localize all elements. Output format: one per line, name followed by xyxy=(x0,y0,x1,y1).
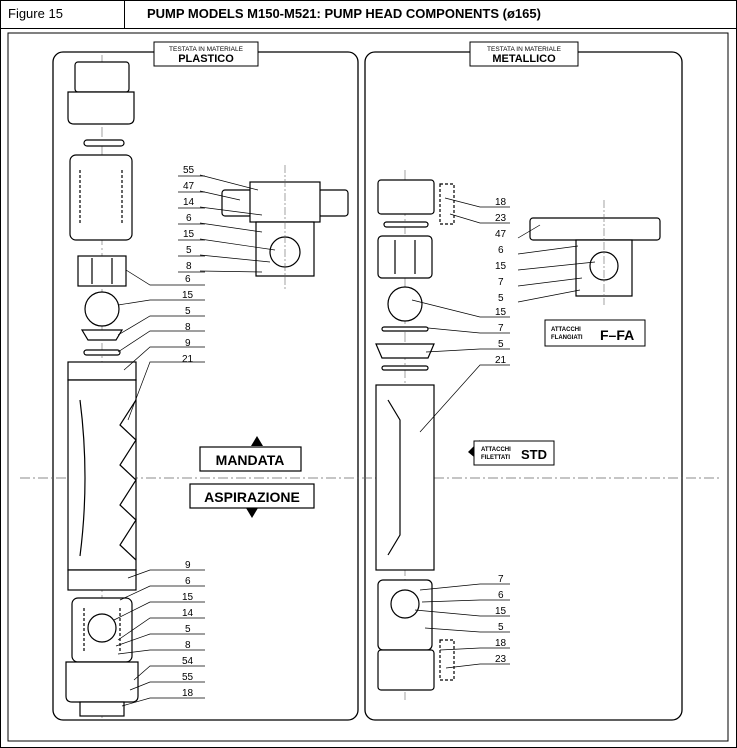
left-leaders xyxy=(113,269,205,707)
caption-metallico-big: METALLICO xyxy=(492,53,556,65)
threaded-connections-label: ATTACCHI FILETTATI STD xyxy=(468,440,555,466)
label-lb-9: 9 xyxy=(185,560,191,571)
caption-metallico: TESTATA IN MATERIALE METALLICO xyxy=(469,41,579,67)
label-li-15: 15 xyxy=(183,229,195,240)
flanged-big: F–FA xyxy=(600,327,634,343)
label-r-7: 7 xyxy=(498,323,504,334)
label-r-5: 5 xyxy=(498,339,504,350)
label-li-5: 5 xyxy=(186,245,192,256)
flanged-connections-label: ATTACCHI FLANGIATI F–FA xyxy=(544,319,646,347)
label-lb-18: 18 xyxy=(182,688,194,699)
part-body-top xyxy=(69,154,133,241)
left-inset-labels: 55 47 14 6 15 5 8 xyxy=(183,165,195,272)
part-r-head xyxy=(375,384,435,571)
mandata-label: MANDATA xyxy=(216,452,285,468)
part-head-flange-bottom xyxy=(67,569,137,591)
caption-metallico-small: TESTATA IN MATERIALE xyxy=(487,46,562,53)
caption-plastico: TESTATA IN MATERIALE PLASTICO xyxy=(153,41,259,67)
part-r-ball xyxy=(387,286,423,322)
figure-header: Figure 15 PUMP MODELS M150-M521: PUMP HE… xyxy=(1,1,736,29)
label-r-15: 15 xyxy=(495,307,507,318)
part-r-bottom-nut xyxy=(377,649,435,691)
label-lb-54: 54 xyxy=(182,656,194,667)
threaded-small-1: ATTACCHI xyxy=(481,447,511,453)
label-lb-8: 8 xyxy=(185,640,191,651)
figure-title: PUMP MODELS M150-M521: PUMP HEAD COMPONE… xyxy=(147,6,541,21)
label-li-8: 8 xyxy=(186,261,192,272)
label-l-9: 9 xyxy=(185,338,191,349)
label-r-21: 21 xyxy=(495,355,507,366)
right-parts xyxy=(375,179,455,691)
label-ri-47: 47 xyxy=(495,229,507,240)
part-bottom-collar xyxy=(65,661,139,703)
left-assembly-inset xyxy=(221,165,349,290)
left-parts xyxy=(65,61,139,717)
part-oring-top xyxy=(83,139,125,147)
right-assembly-inset xyxy=(529,200,661,305)
part-cage xyxy=(77,255,127,287)
flanged-small-2: FLANGIATI xyxy=(551,335,583,341)
part-head-flange-top xyxy=(67,361,137,381)
label-l-6: 6 xyxy=(185,274,191,285)
right-inset-labels: 47 6 15 7 5 xyxy=(495,229,507,304)
label-rb-15: 15 xyxy=(495,606,507,617)
right-inset-leaders xyxy=(517,224,596,303)
drawing-border xyxy=(7,32,729,742)
label-lb-14: 14 xyxy=(182,608,194,619)
label-l-15: 15 xyxy=(182,290,194,301)
right-leaders xyxy=(411,197,510,669)
label-lb-15: 15 xyxy=(182,592,194,603)
label-ri-15: 15 xyxy=(495,261,507,272)
caption-plastico-small: TESTATA IN MATERIALE xyxy=(169,46,244,53)
label-rb-7: 7 xyxy=(498,574,504,585)
right-column-labels: 18 23 15 7 5 21 7 6 15 5 18 23 xyxy=(495,197,507,665)
left-inset-leaders xyxy=(199,174,276,273)
label-li-47: 47 xyxy=(183,181,195,192)
part-head-body xyxy=(67,379,137,571)
label-rb-6: 6 xyxy=(498,590,504,601)
part-ball xyxy=(84,291,120,327)
label-r-18: 18 xyxy=(495,197,507,208)
label-rb-5: 5 xyxy=(498,622,504,633)
part-seat xyxy=(80,329,124,341)
part-oring-8 xyxy=(83,349,121,356)
threaded-small-2: FILETTATI xyxy=(481,455,510,461)
header-divider xyxy=(124,1,125,28)
label-lb-55: 55 xyxy=(182,672,194,683)
label-lb-6: 6 xyxy=(185,576,191,587)
label-li-55: 55 xyxy=(183,165,195,176)
label-ri-7: 7 xyxy=(498,277,504,288)
part-nut-collar xyxy=(67,91,135,125)
label-r-23: 23 xyxy=(495,213,507,224)
part-nut-bottom xyxy=(79,701,125,717)
label-rb-18: 18 xyxy=(495,638,507,649)
label-underlines xyxy=(178,175,205,273)
label-lb-5: 5 xyxy=(185,624,191,635)
aspirazione-label: ASPIRAZIONE xyxy=(204,489,300,505)
flanged-small-1: ATTACCHI xyxy=(551,327,581,333)
caption-plastico-big: PLASTICO xyxy=(178,53,234,65)
part-r-cage xyxy=(377,235,433,279)
part-nut-top xyxy=(74,61,130,93)
direction-labels: MANDATA ASPIRAZIONE xyxy=(189,436,315,518)
part-r-seat xyxy=(375,343,435,359)
threaded-big: STD xyxy=(521,447,547,462)
label-ri-6: 6 xyxy=(498,245,504,256)
label-l-21: 21 xyxy=(182,354,194,365)
figure-label: Figure 15 xyxy=(8,6,63,21)
label-li-6: 6 xyxy=(186,213,192,224)
label-l-8: 8 xyxy=(185,322,191,333)
part-r-nut-top xyxy=(377,179,435,215)
label-rb-23: 23 xyxy=(495,654,507,665)
label-ri-5: 5 xyxy=(498,293,504,304)
label-li-14: 14 xyxy=(183,197,195,208)
left-column-labels: 6 15 5 8 9 21 9 6 15 14 5 8 54 55 18 xyxy=(182,274,194,699)
label-l-5: 5 xyxy=(185,306,191,317)
